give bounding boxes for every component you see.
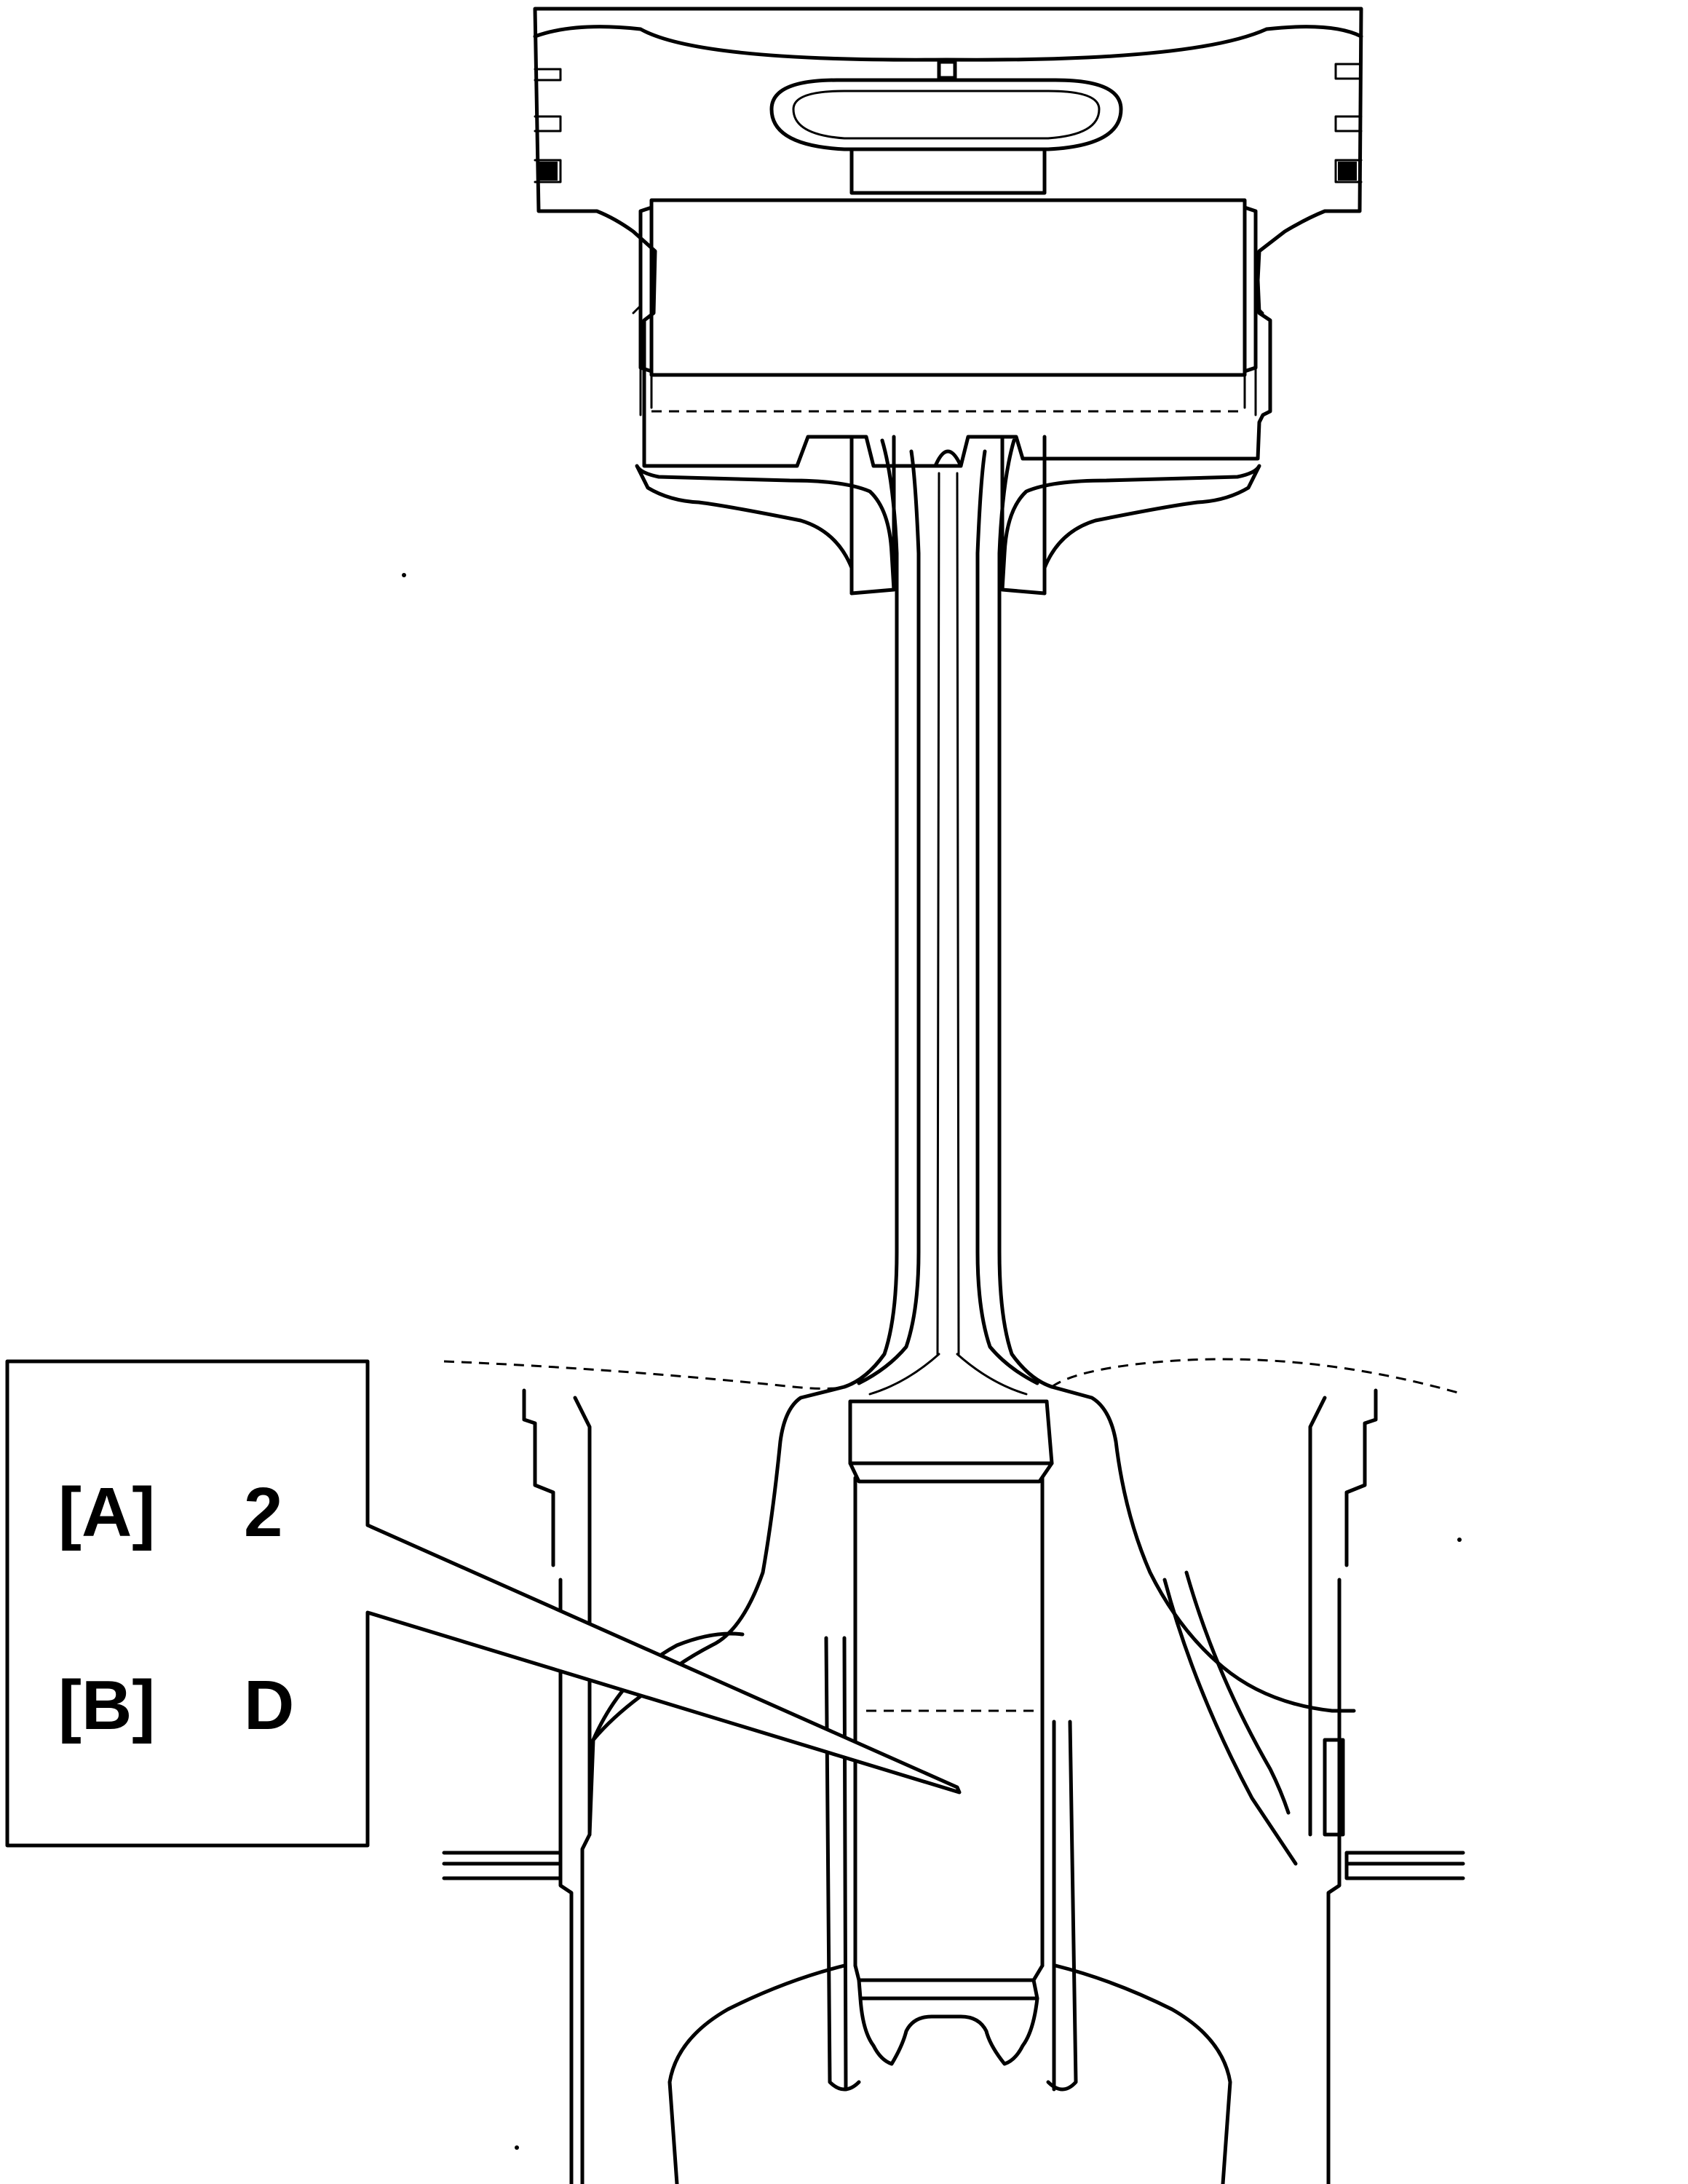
block-upper-edge-left bbox=[443, 1360, 845, 1390]
callout-value-b: D bbox=[244, 1666, 294, 1744]
oil-passage bbox=[1162, 1578, 1298, 1866]
callout-value-a: 2 bbox=[244, 1473, 282, 1551]
piston-pin-boss-top bbox=[769, 78, 1123, 151]
block-wall-left bbox=[522, 1388, 555, 1567]
piston-crown-outline bbox=[533, 7, 1363, 468]
piston-ring-grooves-right bbox=[1334, 63, 1363, 183]
crank-web-left bbox=[667, 1963, 847, 2184]
big-end-bore bbox=[848, 1399, 1054, 1465]
shank-outer-left bbox=[842, 438, 899, 1389]
small-end-web bbox=[635, 464, 896, 596]
rod-shank bbox=[842, 438, 1054, 1396]
callout-key-b: [B] bbox=[58, 1666, 155, 1744]
piston bbox=[533, 7, 1363, 468]
callout-key-a: [A] bbox=[58, 1473, 155, 1551]
piston-top-bevel bbox=[533, 25, 1363, 62]
callout-box bbox=[5, 1359, 962, 1848]
bearing-shell-right bbox=[1046, 1720, 1078, 2092]
big-end-cap-outline-left bbox=[580, 1385, 847, 2184]
block-wall-right bbox=[1344, 1388, 1378, 1567]
callout: [A] 2 [B] D bbox=[5, 1359, 962, 1848]
rod-big-end bbox=[442, 1358, 1465, 2184]
bearing-shell-left bbox=[824, 1636, 861, 2092]
block-upper-edge-right bbox=[1051, 1358, 1464, 1396]
big-end-lower-lobe bbox=[858, 1996, 1039, 2066]
piston-ring-grooves-left bbox=[534, 68, 562, 183]
shank-outer-right bbox=[997, 438, 1054, 1389]
piston-pin bbox=[649, 198, 1247, 377]
